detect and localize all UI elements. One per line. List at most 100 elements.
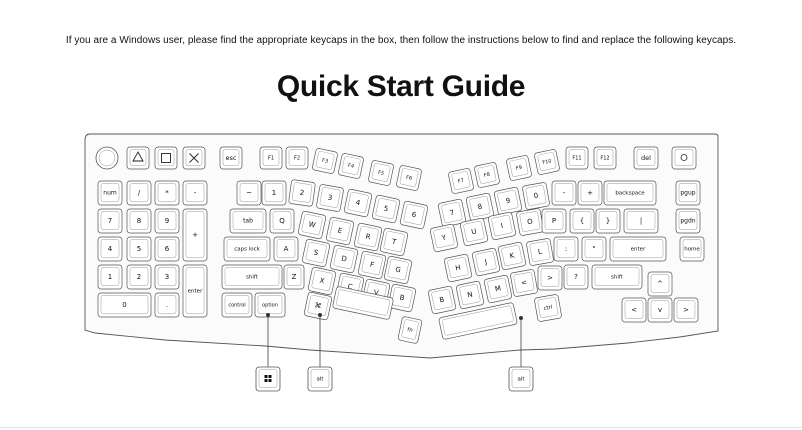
key-label: ⌘ <box>314 301 323 310</box>
key-p: P <box>541 208 567 234</box>
key-label: B <box>439 295 446 304</box>
key-label: F8 <box>483 172 490 179</box>
key-label: 6 <box>411 211 418 220</box>
key-label: * <box>165 189 169 197</box>
key-e: E <box>325 216 355 246</box>
key-label: R <box>365 233 372 242</box>
key-comma: < <box>510 269 538 297</box>
key-label: 2 <box>299 189 305 198</box>
key-label: 0 <box>122 301 126 309</box>
light-icon <box>680 154 688 161</box>
replacement-key-label: alt <box>316 377 324 383</box>
key-backspace: backspace <box>603 180 657 206</box>
key-pgup: pgup <box>675 180 701 206</box>
key-n0: 0 <box>97 292 152 318</box>
key-label: 9 <box>165 217 169 225</box>
key-f4: F4 <box>338 153 364 179</box>
key-semi: : <box>553 236 579 262</box>
key-label: shift <box>611 274 624 280</box>
key-label: M <box>494 284 502 293</box>
key-z: Z <box>283 264 305 290</box>
cross-icon <box>182 146 206 170</box>
key-label: Y <box>440 233 448 242</box>
key-label: F6 <box>405 175 412 182</box>
key-label: { <box>580 217 584 225</box>
key-label: L <box>537 248 542 257</box>
key-f11: F11 <box>565 146 589 170</box>
key-label: enter <box>631 246 646 252</box>
key-label: U <box>471 228 478 237</box>
instruction-text: If you are a Windows user, please find t… <box>65 35 737 46</box>
key-label: S <box>313 249 320 258</box>
key-n7: 7 <box>97 208 123 234</box>
key-label: tab <box>243 218 253 225</box>
key-one: 1 <box>261 180 287 206</box>
spacebar-right <box>438 302 518 340</box>
key-label: ? <box>574 273 578 281</box>
key-label: / <box>138 189 141 197</box>
key-plus: + <box>182 208 208 262</box>
key-n: N <box>455 280 485 310</box>
key-l: L <box>526 238 554 266</box>
key-f10: F10 <box>534 149 560 175</box>
key-label: F11 <box>572 155 581 161</box>
key-quote: " <box>581 236 607 262</box>
key-n6: 6 <box>154 236 180 262</box>
key-f9: F9 <box>506 155 532 181</box>
key-label: F2 <box>294 155 300 161</box>
key-n3: 3 <box>154 264 180 290</box>
key-label: 5 <box>383 205 389 214</box>
key-label: 8 <box>477 203 483 212</box>
win-logo-icon <box>264 375 272 382</box>
key-f3: F3 <box>312 148 338 174</box>
key-label: 5 <box>137 245 141 253</box>
key-i: I <box>487 211 517 241</box>
key-y: Y <box>429 223 459 253</box>
key-label: pgdn <box>680 218 695 225</box>
key-label: num <box>103 190 117 197</box>
key-s: S <box>301 238 331 268</box>
key-label: F5 <box>377 170 384 177</box>
key-ctrl: ctrl <box>534 294 562 322</box>
key-label: F9 <box>515 165 522 172</box>
key-fn: fn <box>397 316 423 344</box>
light-key <box>671 146 697 170</box>
key-label: N <box>467 290 474 299</box>
key-asterisk: * <box>154 180 180 206</box>
key-control: control <box>221 292 253 318</box>
key-m: M <box>483 274 513 304</box>
key-up: ^ <box>647 271 673 297</box>
key-n8: 8 <box>126 208 152 234</box>
key-label: < <box>631 306 637 314</box>
key-left: < <box>621 297 647 323</box>
key-qmark: ? <box>563 264 589 290</box>
key-pgdn: pgdn <box>675 208 701 234</box>
key-label: 7 <box>108 217 112 225</box>
key-o: O <box>516 208 544 236</box>
key-label: v <box>658 306 662 314</box>
key-minus: - <box>182 180 208 206</box>
key-label: - <box>563 189 566 197</box>
key-label: control <box>228 302 245 308</box>
key-label: 7 <box>449 209 455 218</box>
volume-knob <box>95 146 119 170</box>
key-label: 4 <box>108 245 113 253</box>
key-label: D <box>341 254 348 263</box>
key-n2: 2 <box>126 264 152 290</box>
key-bsl: | <box>623 208 659 234</box>
key-label: F <box>369 261 375 270</box>
key-label: B <box>399 294 406 303</box>
key-option: option <box>254 292 286 318</box>
key-label: F3 <box>321 158 328 165</box>
key-label: 1 <box>108 273 112 281</box>
key-label: ^ <box>657 280 663 288</box>
key-label: J <box>483 258 488 266</box>
key-enter_np: enter <box>182 264 208 318</box>
key-label: Z <box>292 273 297 281</box>
callout-dot <box>519 316 523 320</box>
key-label: + <box>587 189 593 197</box>
key-zero: 0 <box>522 182 550 210</box>
key-four: 4 <box>343 188 373 218</box>
key-t: T <box>379 227 409 257</box>
key-n9: 9 <box>154 208 180 234</box>
